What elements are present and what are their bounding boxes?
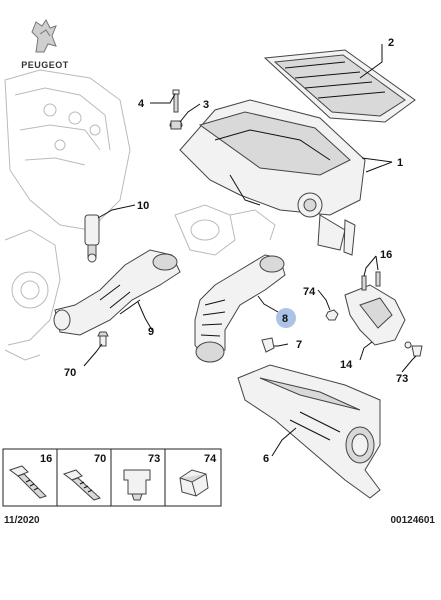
- callout-6: 6: [263, 453, 269, 465]
- callout-3: 3: [203, 99, 209, 111]
- screw-70-icon: [62, 469, 101, 501]
- part-70-screw: [97, 331, 109, 347]
- callout-2: 2: [388, 37, 394, 49]
- legend-box-16: [2, 448, 58, 507]
- legend-label-16: 16: [40, 453, 52, 465]
- connector-ghost: [174, 204, 276, 256]
- peugeot-logo: [26, 16, 62, 56]
- diagram-reference: 00124601: [390, 515, 436, 526]
- legend-label-70: 70: [94, 453, 106, 465]
- lion-icon: [31, 19, 57, 53]
- part-14-bracket: [344, 284, 412, 349]
- part-8-duct: [194, 254, 286, 363]
- brand-name: PEUGEOT: [21, 60, 69, 70]
- part-73-clip: [411, 345, 423, 357]
- callout-16: 16: [380, 249, 392, 261]
- callout-8-highlight: [276, 308, 296, 328]
- callout-9: 9: [148, 326, 154, 338]
- revision-date: 11/2020: [4, 515, 40, 526]
- part-3-grommet: [169, 120, 183, 130]
- engine-block-ghost: [4, 69, 131, 231]
- callout-7: 7: [296, 339, 302, 351]
- callout-4: 4: [138, 98, 145, 110]
- part-74-nut: [325, 309, 339, 321]
- callout-73: 73: [396, 373, 408, 385]
- callout-8: 8: [282, 313, 288, 325]
- legend-box-70: [56, 448, 112, 507]
- part-9-intake-hose: [53, 249, 181, 336]
- part-10-sensor: [84, 214, 100, 263]
- callout-10: 10: [137, 200, 149, 212]
- clip-73-icon: [123, 469, 151, 501]
- turbo-ghost: [4, 229, 61, 361]
- legend-label-74: 74: [204, 453, 217, 465]
- part-1-filter-housing: [179, 99, 366, 256]
- legend-label-73: 73: [148, 453, 160, 465]
- callout-1: 1: [397, 157, 403, 169]
- leader-lines: [83, 44, 417, 457]
- fastener-legend: 16 70 73 74: [2, 448, 222, 507]
- callout-14: 14: [340, 359, 353, 371]
- part-4-bolt: [172, 89, 180, 113]
- callout-74: 74: [303, 286, 316, 298]
- part-7-clip: [261, 337, 275, 353]
- callout-70: 70: [64, 367, 76, 379]
- part-6-resonator: [237, 364, 381, 499]
- bolt-16-icon: [8, 465, 47, 499]
- nut-74-icon: [179, 469, 209, 497]
- part-2-air-filter: [263, 49, 416, 123]
